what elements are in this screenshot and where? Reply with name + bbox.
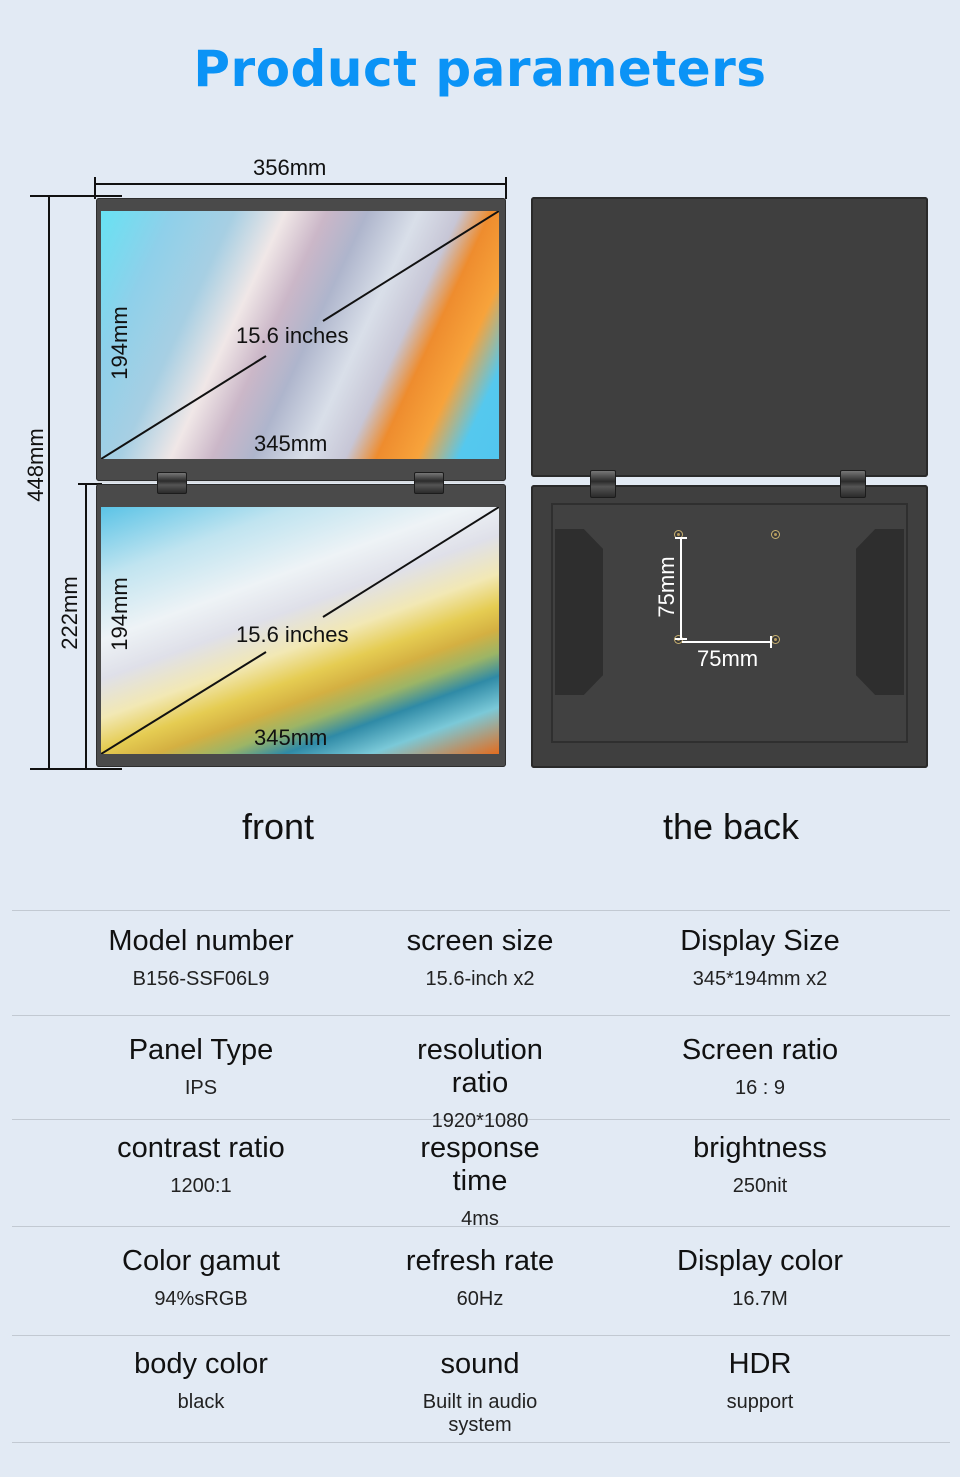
spec-value: support (726, 1391, 794, 1413)
specs-row: Color gamut 94%sRGB refresh rate 60Hz Disp… (12, 1226, 950, 1335)
width-dimension-line (95, 183, 506, 185)
dimension-tick (30, 195, 122, 197)
top-width-label: 345mm (254, 431, 328, 456)
top-monitor: 15.6 inches 345mm 194mm (96, 198, 506, 481)
spec-value: 1200:1 (170, 1175, 232, 1197)
hinge (840, 470, 866, 498)
spec-label: contrast ratio (117, 1132, 285, 1164)
bottom-screen-image: 15.6 inches 345mm 194mm (101, 507, 499, 754)
top-back-cover (531, 197, 928, 477)
spec-label: HDR (728, 1348, 792, 1380)
spec-value: 345*194mm x2 (692, 968, 828, 990)
diagonal-line (101, 507, 499, 754)
top-screen-image: 15.6 inches 345mm 194mm (101, 211, 499, 459)
hinge (414, 472, 444, 494)
hinge (590, 470, 616, 498)
spec-label: screen size (406, 925, 554, 957)
vesa-vertical-line (680, 537, 682, 640)
bottom-height-label: 194mm (107, 577, 132, 651)
bottom-width-label: 345mm (254, 725, 328, 750)
spec-label: refresh rate (405, 1245, 555, 1277)
vesa-hole (772, 636, 779, 643)
vesa-horizontal-line (682, 641, 771, 643)
spec-cell: resolution ratio 1920*1080 (390, 1034, 570, 1132)
spec-label: body color (134, 1348, 268, 1380)
back-panel (551, 503, 908, 743)
spec-value: 15.6-inch x2 (425, 968, 535, 990)
spec-label: response time (420, 1132, 540, 1197)
lower-height-dimension-line (85, 484, 87, 768)
hinge-seam (98, 481, 504, 483)
spec-label: Display Size (680, 925, 840, 957)
spec-value: B156-SSF06L9 (132, 968, 270, 990)
spec-cell: screen size 15.6-inch x2 (390, 925, 570, 1015)
spec-cell: Screen ratio 16 : 9 (570, 1034, 950, 1119)
spec-cell: response time 4ms (390, 1132, 570, 1230)
overall-width-label: 356mm (253, 155, 327, 180)
hinge (157, 472, 187, 494)
dimension-tick (675, 537, 687, 539)
spec-value: IPS (184, 1077, 218, 1099)
spec-cell: HDR support (570, 1348, 950, 1442)
spec-value: 16 : 9 (734, 1077, 786, 1099)
top-diagonal-label: 15.6 inches (236, 323, 349, 348)
spec-value: Built in audio system (422, 1391, 538, 1436)
bottom-monitor: 15.6 inches 345mm 194mm (96, 484, 506, 767)
spec-value: 4ms (461, 1208, 499, 1230)
dimension-tick (505, 177, 507, 199)
spec-cell: Display Size 345*194mm x2 (570, 925, 950, 1015)
spec-value: 16.7M (732, 1288, 788, 1310)
spec-label: sound (440, 1348, 520, 1380)
dimension-tick (675, 638, 687, 640)
spec-cell: refresh rate 60Hz (390, 1245, 570, 1335)
front-caption: front (241, 806, 315, 847)
spec-label: Screen ratio (681, 1034, 839, 1066)
spec-value: 250nit (732, 1175, 788, 1197)
back-caption: the back (662, 806, 800, 847)
spec-cell: Color gamut 94%sRGB (12, 1245, 390, 1335)
left-grip (555, 529, 603, 695)
bottom-back-cover: 75mm 75mm (531, 485, 928, 768)
spec-cell: Display color 16.7M (570, 1245, 950, 1335)
spec-value: 60Hz (456, 1288, 504, 1310)
spec-label: Display color (677, 1245, 843, 1277)
dimension-tick (30, 768, 122, 770)
specs-row: contrast ratio 1200:1 response time 4ms br… (12, 1119, 950, 1230)
height-dimension-line (48, 196, 50, 768)
dimension-tick (770, 636, 772, 648)
right-grip (856, 529, 904, 695)
bottom-diagonal-label: 15.6 inches (236, 622, 349, 647)
vesa-vertical-label: 75mm (654, 556, 679, 618)
spec-label: brightness (693, 1132, 827, 1164)
dimension-tick (78, 483, 102, 485)
top-height-label: 194mm (107, 306, 132, 380)
vesa-hole (772, 531, 779, 538)
spec-value: black (177, 1391, 225, 1413)
spec-label: Color gamut (122, 1245, 280, 1277)
spec-value: 94%sRGB (154, 1288, 248, 1310)
page-title: Product parameters (193, 40, 767, 98)
lower-height-label: 222mm (57, 576, 82, 650)
spec-label: Panel Type (128, 1034, 274, 1066)
spec-label: resolution ratio (417, 1034, 543, 1099)
spec-label: Model number (108, 925, 294, 957)
vesa-horizontal-label: 75mm (697, 646, 759, 671)
spec-cell: contrast ratio 1200:1 (12, 1132, 390, 1226)
spec-cell: brightness 250nit (570, 1132, 950, 1226)
diagonal-line (101, 211, 499, 459)
spec-cell: body color black (12, 1348, 390, 1442)
overall-height-label: 448mm (23, 428, 48, 502)
dimension-tick (94, 177, 96, 199)
spec-value: 1920*1080 (431, 1110, 529, 1132)
